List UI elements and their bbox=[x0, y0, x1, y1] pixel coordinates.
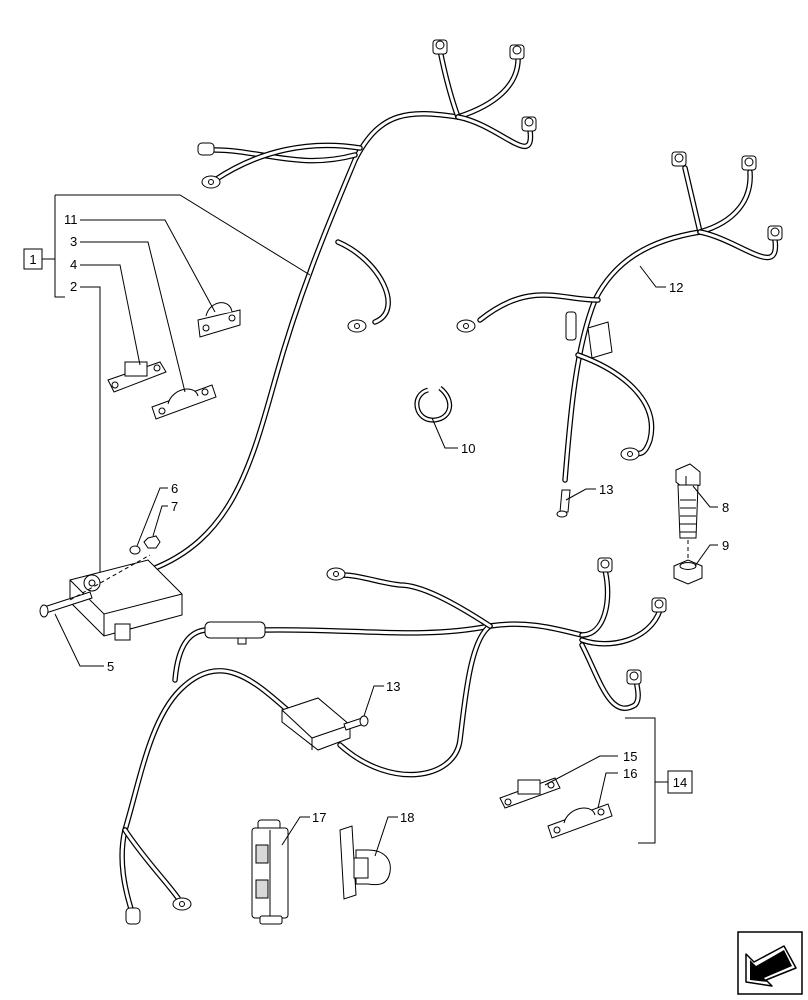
bolt-8 bbox=[675, 463, 701, 539]
ring-terminal bbox=[201, 175, 367, 333]
clip-ring-10 bbox=[414, 386, 452, 423]
callout-2: 2 bbox=[70, 279, 77, 294]
plug-connector bbox=[125, 907, 141, 925]
callout-7: 7 bbox=[171, 499, 178, 514]
relay-block bbox=[281, 697, 351, 751]
bolt-13-upper bbox=[556, 489, 571, 518]
callout-box-1 bbox=[23, 248, 43, 270]
callout-box-14 bbox=[667, 770, 693, 794]
callout-8: 8 bbox=[722, 500, 729, 515]
ring-terminal bbox=[172, 567, 346, 911]
clip-16 bbox=[547, 803, 613, 839]
clip-3 bbox=[151, 384, 217, 420]
plug-connector bbox=[197, 142, 215, 156]
clip-11 bbox=[197, 302, 241, 338]
fuse-holder-17 bbox=[251, 819, 289, 925]
ring-terminal bbox=[456, 319, 640, 461]
terminal-connector bbox=[597, 557, 667, 685]
leader-lines bbox=[42, 194, 718, 857]
harness-upper-right bbox=[456, 151, 783, 483]
nut-9 bbox=[673, 559, 703, 585]
bolt-13-lower bbox=[343, 715, 369, 731]
harness-upper-left bbox=[147, 39, 537, 573]
inline-connector bbox=[204, 621, 266, 645]
screw-5 bbox=[39, 591, 93, 618]
callout-5: 5 bbox=[107, 659, 114, 674]
callout-15: 15 bbox=[623, 749, 637, 764]
callout-16: 16 bbox=[623, 766, 637, 781]
harness-lower bbox=[119, 557, 667, 925]
nut-7 bbox=[143, 535, 161, 549]
callout-6: 6 bbox=[171, 481, 178, 496]
callout-14: 14 bbox=[673, 775, 687, 790]
callout-18: 18 bbox=[400, 810, 414, 825]
callout-11: 11 bbox=[64, 212, 78, 227]
relay-block bbox=[565, 311, 613, 359]
callout-1: 1 bbox=[29, 252, 36, 267]
callout-3: 3 bbox=[70, 234, 77, 249]
terminal-connector bbox=[671, 151, 783, 241]
arrow-next-icon[interactable] bbox=[737, 931, 803, 995]
lamp-18 bbox=[339, 825, 391, 900]
callout-12: 12 bbox=[669, 280, 683, 295]
control-box bbox=[69, 559, 183, 641]
washer-6 bbox=[129, 545, 141, 555]
callout-13-lower: 13 bbox=[386, 679, 400, 694]
clip-15 bbox=[499, 777, 561, 809]
callout-17: 17 bbox=[312, 810, 326, 825]
callout-9: 9 bbox=[722, 538, 729, 553]
callout-4: 4 bbox=[70, 257, 77, 272]
callout-13-upper: 13 bbox=[599, 482, 613, 497]
terminal-connector bbox=[432, 39, 537, 132]
clip-4 bbox=[107, 361, 167, 393]
callout-10: 10 bbox=[461, 441, 475, 456]
